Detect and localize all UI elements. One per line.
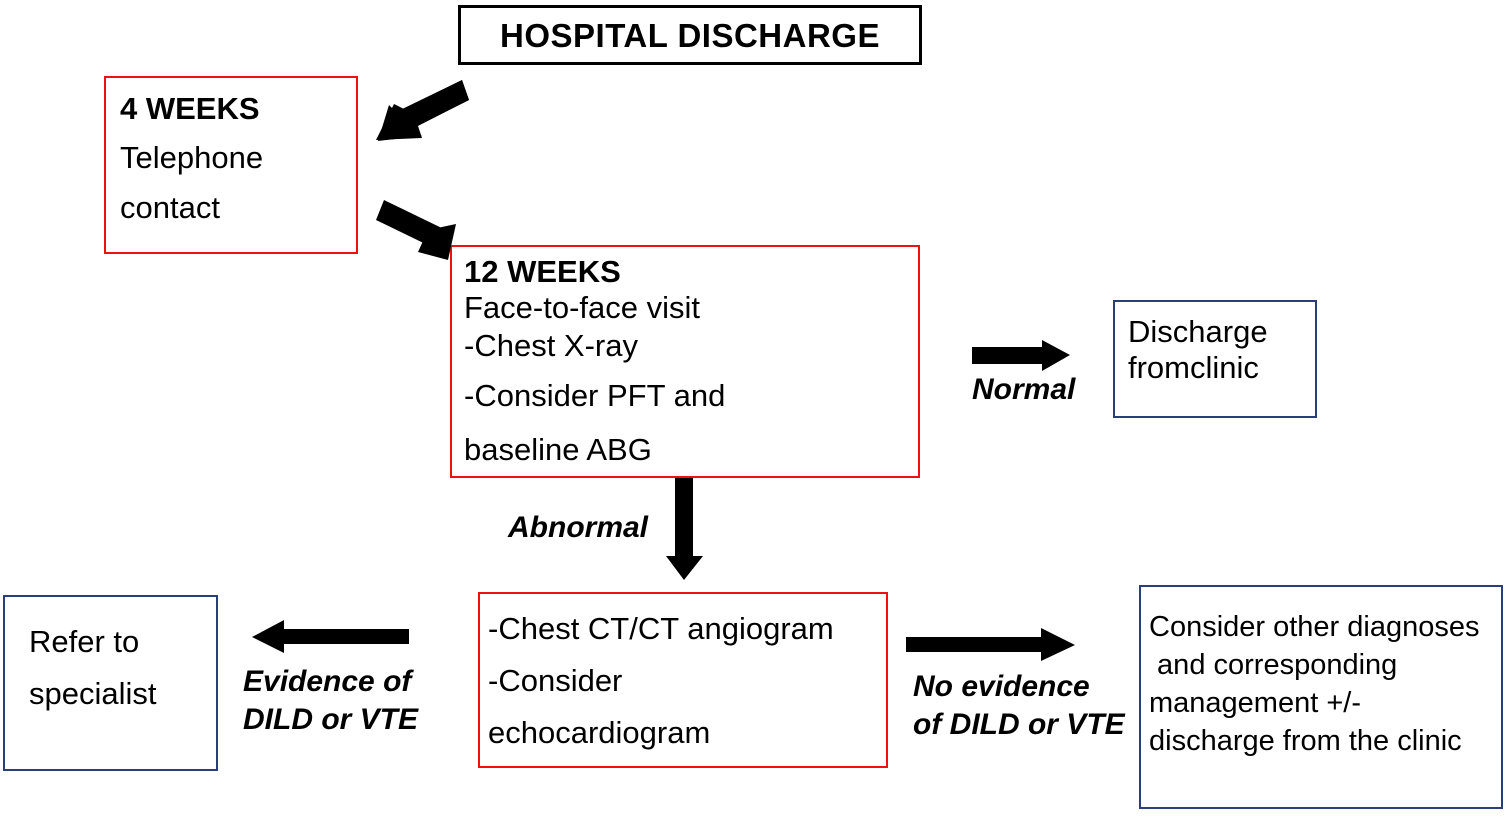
edge-label-no-evidence-line-2: of DILD or VTE [913, 708, 1125, 741]
node-twelve-weeks-line-1: Face-to-face visit [464, 290, 701, 325]
node-consider-other-diagnoses-line-2: and corresponding [1149, 649, 1398, 681]
diagonal-down-right-arrow [376, 200, 456, 260]
right-arrow-normal [972, 340, 1070, 371]
node-four-weeks: 4 WEEKS Telephone contact [104, 76, 358, 254]
edge-label-no-evidence-line-1: No evidence [913, 670, 1090, 703]
node-twelve-weeks: 12 WEEKS Face-to-face visit -Chest X-ray… [450, 245, 920, 478]
node-hospital-discharge-label: HOSPITAL DISCHARGE [500, 16, 880, 54]
node-discharge-from-clinic-line-2: fromclinic [1128, 350, 1259, 385]
node-twelve-weeks-line-3: -Consider PFT and [464, 378, 726, 413]
node-chest-ct-line-1: -Chest CT/CT angiogram [488, 611, 834, 646]
node-consider-other-diagnoses-line-3: management +/- [1149, 687, 1361, 719]
down-arrow-abnormal [666, 478, 703, 580]
node-four-weeks-line-1: Telephone [120, 140, 264, 175]
node-four-weeks-heading: 4 WEEKS [120, 91, 260, 126]
edge-label-evidence-line-1: Evidence of [243, 665, 412, 698]
node-chest-ct: -Chest CT/CT angiogram -Consider echocar… [478, 592, 888, 768]
edge-label-normal: Normal [972, 373, 1076, 406]
node-twelve-weeks-heading: 12 WEEKS [464, 254, 621, 289]
left-arrow-evidence [252, 620, 409, 653]
node-refer-to-specialist-line-2: specialist [29, 676, 157, 711]
node-four-weeks-line-2: contact [120, 190, 220, 225]
node-discharge-from-clinic-line-1: Discharge [1128, 314, 1268, 349]
edge-label-abnormal: Abnormal [508, 511, 649, 544]
right-arrow-no-evidence [906, 628, 1075, 661]
node-discharge-from-clinic: Discharge fromclinic [1113, 300, 1317, 418]
node-chest-ct-line-2: -Consider [488, 663, 623, 698]
node-refer-to-specialist-line-1: Refer to [29, 624, 140, 659]
diagonal-down-left-arrow [376, 80, 469, 141]
node-consider-other-diagnoses: Consider other diagnoses and correspondi… [1139, 585, 1503, 809]
node-twelve-weeks-line-2: -Chest X-ray [464, 328, 638, 363]
node-refer-to-specialist: Refer to specialist [3, 595, 218, 771]
node-twelve-weeks-line-4: baseline ABG [464, 432, 652, 467]
node-hospital-discharge: HOSPITAL DISCHARGE [458, 5, 922, 65]
node-chest-ct-line-3: echocardiogram [488, 715, 711, 750]
node-consider-other-diagnoses-line-4: discharge from the clinic [1149, 725, 1462, 757]
node-consider-other-diagnoses-line-1: Consider other diagnoses [1149, 611, 1480, 643]
edge-label-evidence-line-2: DILD or VTE [243, 703, 419, 736]
